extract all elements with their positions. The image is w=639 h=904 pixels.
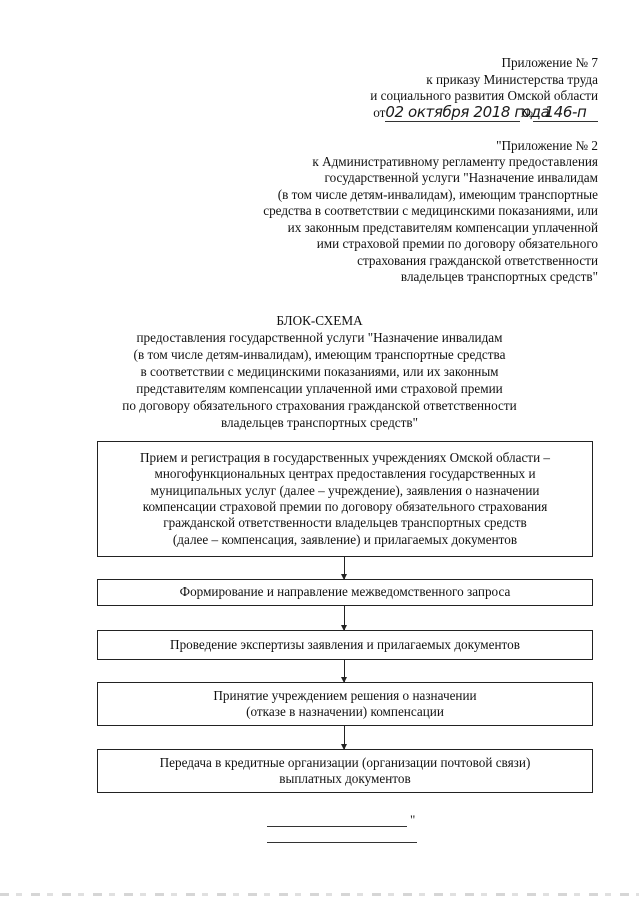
footer-separator-line (267, 842, 417, 843)
appendix2-line: государственной услуги "Назначение инвал… (324, 170, 598, 185)
flow-arrow (341, 606, 347, 631)
scheme-subtitle-line: владельцев транспортных средств" (220, 415, 419, 430)
flow-arrow (341, 660, 347, 683)
scheme-subtitle-line: по договору обязательного страхования гр… (122, 398, 517, 413)
scheme-subtitle-line: в соответствии с медицинскими показаниям… (140, 364, 499, 379)
scheme-subtitle-line: представителям компенсации уплаченной им… (136, 381, 503, 396)
scheme-subtitle-line: (в том числе детям-инвалидам), имеющим т… (133, 347, 506, 362)
footer-closing-quote: " (410, 812, 416, 827)
appendix7-title: Приложение № 7 (501, 55, 598, 70)
flow-step-decision: Принятие учреждением решения о назначени… (97, 682, 593, 726)
scheme-title: БЛОК-СХЕМА (276, 313, 363, 328)
number-prefix: № (520, 105, 533, 120)
handwritten-date: 02 октября 2018 года (385, 103, 550, 123)
scheme-subtitle-line: предоставления государственной услуги "Н… (136, 330, 503, 345)
flow-step-expertise: Проведение экспертизы заявления и прилаг… (97, 630, 593, 660)
flow-arrow (341, 726, 347, 750)
appendix2-title: "Приложение № 2 (496, 138, 598, 153)
flow-step-reception: Прием и регистрация в государственных уч… (97, 441, 593, 557)
footer-separator-line (267, 826, 407, 827)
appendix2-line: к Административному регламенту предостав… (312, 154, 598, 169)
appendix7-order-line: к приказу Министерства труда (426, 72, 598, 87)
flow-step-transfer: Передача в кредитные организации (органи… (97, 749, 593, 793)
appendix2-line: (в том числе детям-инвалидам), имеющим т… (277, 187, 598, 202)
date-prefix: от (373, 105, 386, 120)
appendix2-line: их законным представителям компенсации у… (287, 220, 598, 235)
handwritten-number: 146-п (533, 104, 598, 123)
appendix2-line: ими страховой премии по договору обязате… (316, 236, 598, 251)
appendix7-ministry-line: и социального развития Омской области (370, 88, 598, 103)
appendix2-line: средства в соответствии с медицинскими п… (263, 203, 598, 218)
scan-artifact (0, 893, 639, 896)
appendix2-line: страхования гражданской ответственности (357, 253, 598, 268)
flow-arrow (341, 557, 347, 580)
flow-step-request: Формирование и направление межведомствен… (97, 579, 593, 606)
appendix2-line: владельцев транспортных средств" (400, 269, 598, 284)
